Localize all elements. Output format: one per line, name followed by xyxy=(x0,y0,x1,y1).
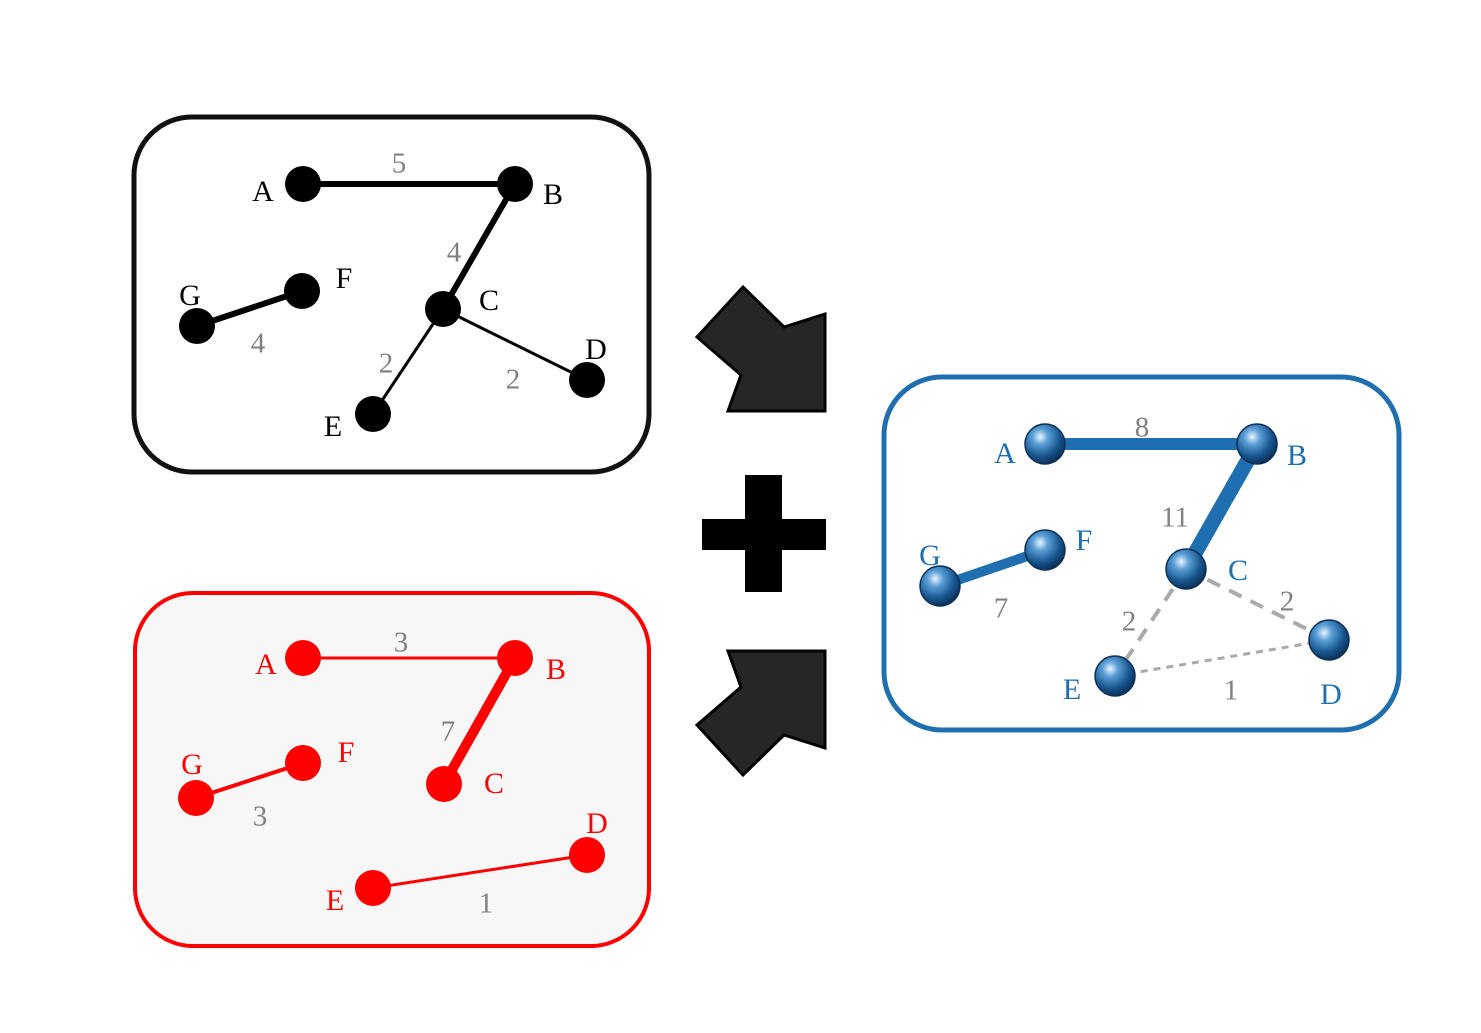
red-node-label-D: D xyxy=(586,807,608,840)
red-edge-weight-A-B: 3 xyxy=(394,627,409,659)
red-node-label-F: F xyxy=(338,736,355,769)
blue-edge-weight-C-E: 2 xyxy=(1122,606,1137,638)
blue-node-label-D: D xyxy=(1320,678,1342,711)
blue-weights: 8 11 7 2 2 1 xyxy=(994,412,1295,707)
red-node-label-E: E xyxy=(326,884,344,917)
black-weights: 5 4 4 2 2 xyxy=(251,148,521,396)
red-edge-E-D xyxy=(371,853,589,890)
red-node-A xyxy=(285,640,321,676)
black-edge-weight-A-B: 5 xyxy=(392,148,407,180)
red-node-C xyxy=(426,766,462,802)
panel-red-graph xyxy=(133,591,651,948)
black-node-B xyxy=(497,166,533,202)
blue-edge-weight-B-C: 11 xyxy=(1161,502,1189,534)
red-node-label-B: B xyxy=(546,653,566,686)
red-node-F xyxy=(285,745,321,781)
black-nodes: A B C D E F G xyxy=(179,166,607,443)
blue-edge-B-C xyxy=(1178,436,1265,577)
black-node-label-C: C xyxy=(479,284,499,317)
black-edge-C-E xyxy=(371,307,445,416)
black-edge-weight-G-F: 4 xyxy=(251,328,266,360)
red-edges xyxy=(194,653,589,890)
blue-node-label-E: E xyxy=(1063,673,1081,706)
black-node-label-G: G xyxy=(179,279,201,312)
red-edge-weight-B-C: 7 xyxy=(441,716,456,748)
black-node-A xyxy=(285,166,321,202)
black-edge-weight-B-C: 4 xyxy=(447,237,462,269)
black-node-D xyxy=(569,362,605,398)
red-edge-B-C xyxy=(439,653,520,789)
blue-node-C xyxy=(1165,548,1207,590)
blue-edge-C-E xyxy=(1113,567,1188,678)
red-graph: 3 7 3 1 A B C D E F G xyxy=(178,627,608,920)
red-edge-G-F xyxy=(194,761,305,800)
black-node-label-A: A xyxy=(252,175,274,208)
black-edge-G-F xyxy=(194,288,305,329)
merged-graph: 8 11 7 2 2 1 A B C D E F G xyxy=(919,412,1350,711)
red-node-D xyxy=(569,837,605,873)
black-edge-weight-C-E: 2 xyxy=(379,348,394,380)
blue-node-label-G: G xyxy=(919,539,941,572)
blue-node-B xyxy=(1236,423,1278,465)
blue-edge-E-D xyxy=(1114,638,1330,678)
red-edge-weight-E-D: 1 xyxy=(479,888,494,920)
blue-node-label-F: F xyxy=(1076,524,1093,557)
panel-black-graph xyxy=(131,114,652,475)
plus-icon xyxy=(702,475,826,592)
blue-edge-weight-G-F: 7 xyxy=(994,593,1009,625)
arrow-down-right-icon xyxy=(694,284,827,413)
blue-nodes: A B C D E F G xyxy=(919,423,1350,711)
black-node-label-B: B xyxy=(543,178,563,211)
blue-edge-weight-C-D: 2 xyxy=(1280,586,1295,618)
black-edge-B-C xyxy=(440,181,518,312)
black-node-C xyxy=(425,291,461,327)
blue-node-label-A: A xyxy=(994,437,1016,470)
black-node-E xyxy=(355,396,391,432)
black-edge-weight-C-D: 2 xyxy=(506,364,521,396)
black-edge-C-D xyxy=(441,307,589,382)
blue-edge-C-D xyxy=(1185,567,1330,642)
panel-merged-graph xyxy=(881,374,1402,733)
blue-edge-weight-A-B: 8 xyxy=(1135,412,1150,444)
red-node-G xyxy=(178,780,214,816)
red-edge-weight-G-F: 3 xyxy=(253,801,268,833)
blue-edges xyxy=(935,436,1330,678)
red-node-label-C: C xyxy=(484,767,504,800)
black-node-label-F: F xyxy=(336,262,353,295)
red-node-B xyxy=(497,640,533,676)
red-node-label-A: A xyxy=(255,648,277,681)
blue-node-G xyxy=(919,565,961,607)
black-graph: 5 4 4 2 2 A B C D E F G xyxy=(179,148,607,443)
red-weights: 3 7 3 1 xyxy=(253,627,494,920)
blue-edge-weight-E-D: 1 xyxy=(1224,675,1239,707)
blue-node-F xyxy=(1024,529,1066,571)
red-node-label-G: G xyxy=(181,748,203,781)
blue-node-label-B: B xyxy=(1287,439,1307,472)
black-node-label-D: D xyxy=(585,333,607,366)
black-node-G xyxy=(179,308,215,344)
black-edges xyxy=(194,181,589,416)
blue-node-D xyxy=(1308,619,1350,661)
black-node-F xyxy=(284,273,320,309)
blue-node-label-C: C xyxy=(1228,554,1248,587)
red-node-E xyxy=(355,870,391,906)
black-node-label-E: E xyxy=(324,410,342,443)
blue-node-E xyxy=(1094,655,1136,697)
red-nodes: A B C D E F G xyxy=(178,640,608,917)
arrow-up-right-icon xyxy=(694,649,827,778)
blue-node-A xyxy=(1024,423,1066,465)
